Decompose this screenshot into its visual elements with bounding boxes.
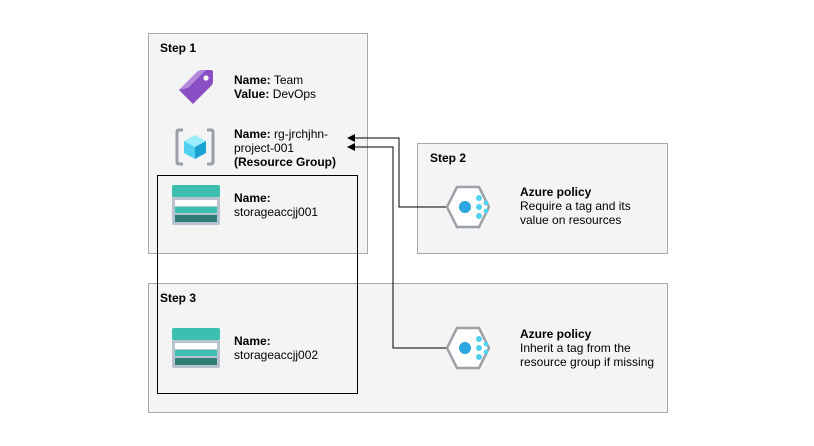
policy1-line1: Require a tag and its (520, 199, 631, 213)
storage1-text: Name: storageaccjj001 (234, 191, 318, 219)
storage2-name-label: Name: (234, 334, 271, 348)
tag-value-value: DevOps (272, 87, 317, 101)
resource-group-icon (175, 128, 215, 166)
step3-title: Step 3 (160, 291, 197, 305)
policy1-text: Azure policy Require a tag and its value… (520, 185, 631, 227)
policy2-line2: resource group if missing (520, 355, 655, 369)
tag-name-value: Team (273, 73, 304, 87)
policy1-title: Azure policy (520, 185, 592, 199)
policy2-line1: Inherit a tag from the (520, 341, 631, 355)
policy2-title: Azure policy (520, 327, 592, 341)
azure-policy-icon (446, 326, 490, 370)
policy1-to-rg-connector (347, 134, 447, 208)
policy2-text: Azure policy Inherit a tag from the reso… (520, 327, 654, 369)
storage-account-icon (172, 185, 220, 225)
tag-value-label: Value: (234, 87, 270, 101)
policy2-to-rg-connector (347, 143, 447, 349)
azure-policy-icon (446, 185, 490, 229)
storage2-name-value: storageaccjj002 (234, 348, 319, 362)
storage2-text: Name: storageaccjj002 (234, 334, 318, 362)
storage1-name-label: Name: (234, 191, 271, 205)
step1-title: Step 1 (160, 41, 197, 55)
policy1-line2: value on resources (520, 213, 622, 227)
tag-text: Name: Team Value: DevOps (234, 73, 316, 101)
storage1-name-value: storageaccjj001 (234, 205, 319, 219)
step2-title: Step 2 (430, 151, 467, 165)
storage-account-icon (172, 328, 220, 368)
resource-group-text: Name: rg-jrchjhn- project-001 (Resource … (234, 127, 336, 169)
rg-type-label: (Resource Group) (234, 155, 337, 169)
rg-name-label: Name: (234, 127, 271, 141)
tag-icon (179, 70, 213, 104)
rg-name-line1: rg-jrchjhn- (274, 127, 329, 141)
rg-name-line2: project-001 (234, 141, 295, 155)
tag-name-label: Name: (234, 73, 271, 87)
storage-accounts-group-outline (157, 175, 358, 394)
